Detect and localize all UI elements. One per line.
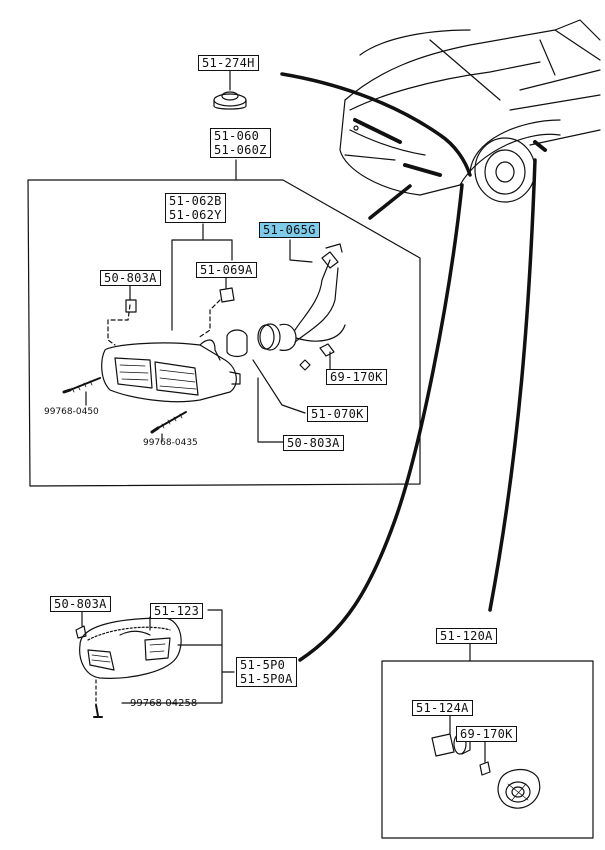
side-marker-lamp xyxy=(75,617,182,679)
clip-50-803a-top xyxy=(125,285,137,313)
clip-dashes xyxy=(107,304,131,346)
part-label-51-124a[interactable]: 51-124A xyxy=(412,700,473,716)
main-assembly-frame xyxy=(27,159,421,487)
part-label-51-065g[interactable]: 51-065G xyxy=(259,222,320,238)
leader-51-062 xyxy=(171,223,233,331)
part-label-51-062b-line: 51-062B xyxy=(169,194,222,208)
part-label-99768-0435[interactable]: 99768-0435 xyxy=(143,438,198,448)
part-label-50-803a-bot[interactable]: 50-803A xyxy=(50,596,111,612)
part-label-51-060z-line: 51-060Z xyxy=(214,143,267,157)
socket-bulb xyxy=(226,243,346,371)
part-label-69-170k-top[interactable]: 69-170K xyxy=(326,369,387,385)
part-label-69-170k-bot[interactable]: 69-170K xyxy=(456,726,517,742)
part-label-51-274h[interactable]: 51-274H xyxy=(198,55,259,71)
clip-51-069a xyxy=(219,275,235,303)
part-label-51-120a[interactable]: 51-120A xyxy=(436,628,497,644)
part-label-51-060-line: 51-060 xyxy=(214,129,260,143)
part-label-99768-04258[interactable]: 99768-04258 xyxy=(130,698,198,709)
part-label-51-5p0-line: 51-5P0 xyxy=(240,658,286,672)
screw-0435 xyxy=(150,411,187,434)
screw-0450 xyxy=(62,377,101,394)
part-label-51-070k[interactable]: 51-070K xyxy=(307,406,368,422)
grommet-part xyxy=(213,91,247,110)
screw-04258 xyxy=(93,704,103,718)
side-marker-frame xyxy=(381,642,594,839)
clip-dashes-2 xyxy=(197,299,221,339)
part-label-51-060[interactable]: 51-060 51-060Z xyxy=(210,128,271,158)
pointer-lines xyxy=(280,72,537,662)
part-label-51-069a[interactable]: 51-069A xyxy=(196,262,257,278)
part-label-51-5p0a-line: 51-5P0A xyxy=(240,672,293,686)
part-label-50-803a-mid[interactable]: 50-803A xyxy=(283,435,344,451)
part-label-51-123[interactable]: 51-123 xyxy=(150,603,204,619)
part-label-99768-0450[interactable]: 99768-0450 xyxy=(44,407,99,417)
part-label-51-5p0[interactable]: 51-5P0 51-5P0A xyxy=(236,657,297,687)
bracket-marker xyxy=(121,609,235,704)
part-label-51-062[interactable]: 51-062B 51-062Y xyxy=(165,193,226,223)
part-label-50-803a-top[interactable]: 50-803A xyxy=(100,270,161,286)
part-label-51-062y-line: 51-062Y xyxy=(169,208,222,222)
turn-signal-lamp xyxy=(101,339,241,403)
